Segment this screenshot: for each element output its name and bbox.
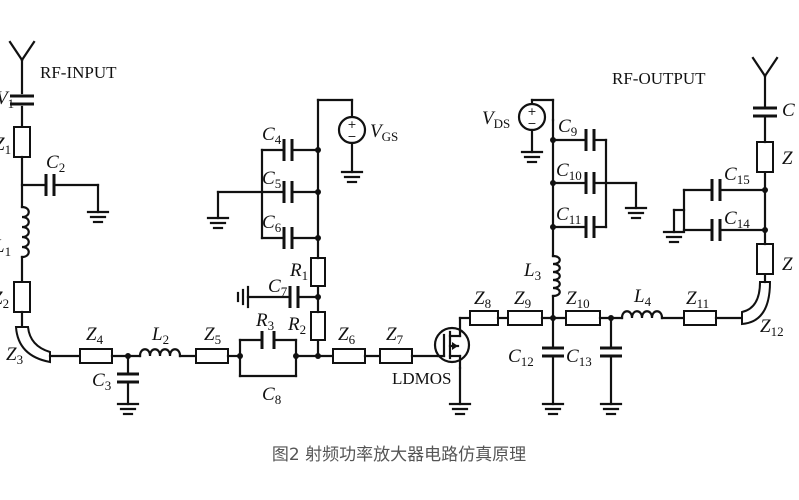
cap-c5 <box>216 181 320 203</box>
label-r1: R1 <box>289 260 308 283</box>
ground-c4-c6 <box>206 216 230 230</box>
label-c8: C8 <box>262 384 281 407</box>
ground-c14-c15 <box>662 230 686 244</box>
figure-caption: 图2 射频功率放大器电路仿真原理 <box>272 445 526 465</box>
ground-ldmos <box>448 402 472 416</box>
line-z4 <box>79 348 113 364</box>
line-z6 <box>332 348 366 364</box>
cap-c13 <box>600 346 622 358</box>
label-z5: Z5 <box>204 324 221 347</box>
label-c4: C4 <box>262 124 282 147</box>
ground-c9-c11 <box>624 206 648 220</box>
svg-text:+: + <box>347 118 356 131</box>
cap-c9 <box>551 129 608 151</box>
ground-c2 <box>86 210 110 224</box>
label-c6: C6 <box>262 212 282 235</box>
label-c-out: C <box>782 100 795 121</box>
resistor-r1 <box>310 257 326 287</box>
svg-text:+: + <box>527 105 536 118</box>
ldmos-transistor-icon <box>433 316 471 370</box>
label-r2: R2 <box>287 314 306 337</box>
cap-c6 <box>260 227 320 249</box>
label-z10: Z10 <box>566 288 590 311</box>
ldmos-label: LDMOS <box>392 369 452 388</box>
cap-c3 <box>117 372 139 384</box>
cap-c2 <box>44 174 56 196</box>
line-z5 <box>195 348 229 364</box>
label-z12: Z12 <box>760 316 784 339</box>
inductor-l1 <box>20 205 30 259</box>
label-c5: C5 <box>262 168 281 191</box>
label-c2: C2 <box>46 152 65 175</box>
inductor-l3 <box>551 254 561 298</box>
vds-label: VDS <box>482 108 510 131</box>
inductor-l4 <box>620 310 664 320</box>
line-z9 <box>507 310 543 326</box>
ground-c12 <box>541 402 565 416</box>
r3-c8-parallel <box>238 331 298 378</box>
ground-vgs <box>340 170 364 184</box>
label-c7: C7 <box>268 276 288 299</box>
output-antenna <box>751 56 779 78</box>
ground-c7 <box>236 285 250 309</box>
cap-c10 <box>551 172 638 194</box>
bend-z3 <box>14 326 51 364</box>
input-antenna <box>8 40 36 95</box>
label-c10: C10 <box>556 160 582 183</box>
ground-c13 <box>599 402 623 416</box>
label-z7: Z7 <box>386 324 404 347</box>
line-z2 <box>13 281 31 313</box>
label-z-out-lower: Z <box>782 254 793 275</box>
label-z11: Z11 <box>686 288 709 311</box>
svg-text:−: − <box>347 130 356 143</box>
cap-c4 <box>260 139 320 161</box>
label-z8: Z8 <box>474 288 491 311</box>
label-r3: R3 <box>255 310 274 333</box>
inductor-l2 <box>138 348 182 358</box>
cap-v1 <box>10 94 34 106</box>
label-z9: Z9 <box>514 288 531 311</box>
line-z8 <box>469 310 499 326</box>
line-z10 <box>565 310 601 326</box>
line-z-out-lower <box>756 243 774 275</box>
line-z-out-upper <box>756 141 774 173</box>
label-z6: Z6 <box>338 324 356 347</box>
ground-c3 <box>116 402 140 416</box>
label-l4: L4 <box>633 286 652 309</box>
ground-vds <box>520 150 544 164</box>
line-z11 <box>683 310 717 326</box>
cap-c12 <box>542 346 564 358</box>
label-z1: Z1 <box>0 134 11 157</box>
label-c3: C3 <box>92 370 111 393</box>
rf-input-label: RF-INPUT <box>40 63 117 82</box>
label-l1: L1 <box>0 236 11 259</box>
line-z7 <box>379 348 413 364</box>
label-z2: Z2 <box>0 288 9 311</box>
label-c15: C15 <box>724 164 750 187</box>
label-z-out: Z <box>782 148 793 169</box>
cap-c11 <box>551 216 608 238</box>
label-v1: V1 <box>0 88 14 111</box>
cap-c15 <box>682 179 767 201</box>
cap-c14 <box>682 219 767 241</box>
label-c9: C9 <box>558 116 577 139</box>
label-c12: C12 <box>508 346 534 369</box>
label-c13: C13 <box>566 346 592 369</box>
label-c11: C11 <box>556 204 581 227</box>
bend-z12 <box>741 281 772 326</box>
rf-output-label: RF-OUTPUT <box>612 69 706 88</box>
label-c14: C14 <box>724 208 750 231</box>
label-l3: L3 <box>523 260 541 283</box>
label-z3: Z3 <box>6 344 23 367</box>
svg-text:−: − <box>527 117 536 130</box>
label-l2: L2 <box>151 324 169 347</box>
cap-c7 <box>288 286 300 308</box>
resistor-r2 <box>310 311 326 341</box>
vgs-label: VGS <box>370 121 398 144</box>
line-z1 <box>13 126 31 158</box>
cap-c-out <box>753 106 777 118</box>
label-z4: Z4 <box>86 324 104 347</box>
